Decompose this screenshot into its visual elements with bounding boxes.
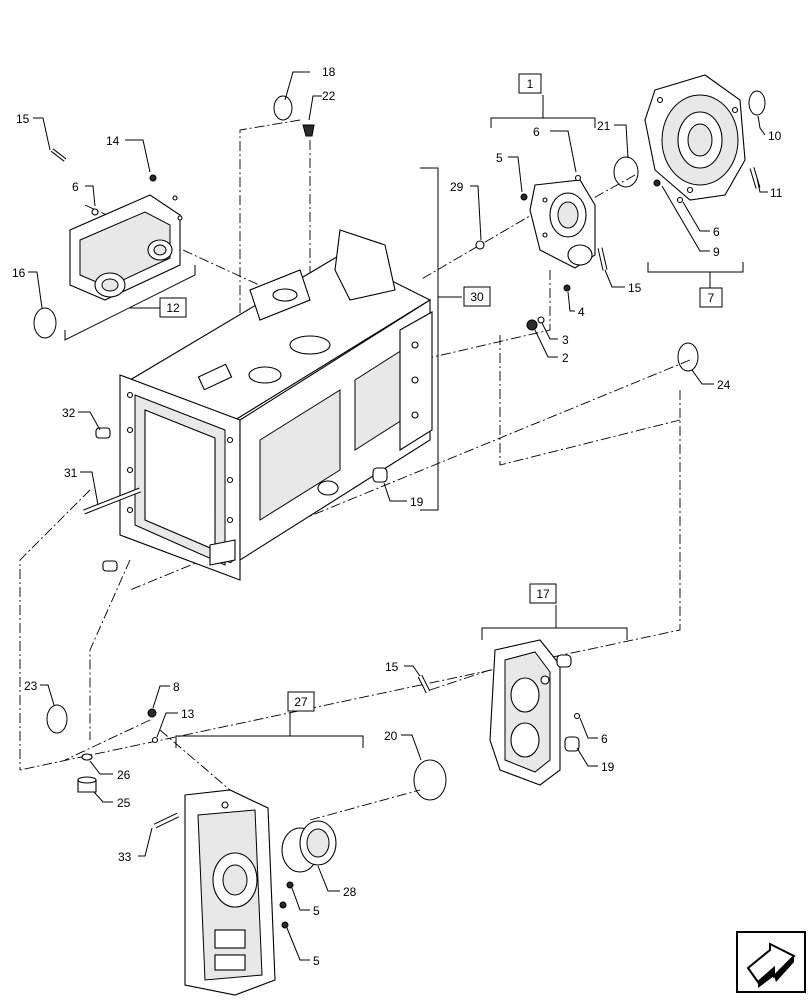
callout-12: 12 <box>166 301 180 315</box>
callout-27: 27 <box>294 695 308 709</box>
callout-18: 18 <box>322 65 336 79</box>
dowel-17-top <box>556 654 572 668</box>
bottom-cover-assembly-27 <box>184 789 276 996</box>
plug-5-lower-c <box>281 921 289 929</box>
snap-ring-16 <box>33 307 57 339</box>
plug-5-lower-a <box>286 881 294 889</box>
bolt-15-lower <box>417 674 431 694</box>
leader-lines <box>28 71 768 961</box>
plug-5-top <box>520 193 528 201</box>
callout-5-lower-b: 5 <box>313 954 320 968</box>
bolt-11 <box>749 167 761 189</box>
dowel-19-bottom <box>564 736 580 752</box>
callout-6-front: 6 <box>72 180 79 194</box>
callout-1: 1 <box>527 77 534 91</box>
callout-24: 24 <box>717 378 731 392</box>
dowel-front <box>102 560 118 572</box>
plug-22 <box>302 124 315 137</box>
callout-6-lower: 6 <box>601 732 608 746</box>
snap-ring-18 <box>273 95 293 121</box>
callout-labels: 18 22 15 14 6 16 29 5 6 21 10 11 6 9 15 … <box>12 65 783 968</box>
callout-25: 25 <box>117 796 131 810</box>
bearing-sleeve-28 <box>281 820 337 873</box>
stud-31 <box>83 487 141 515</box>
pin-6-right <box>676 196 684 204</box>
callout-2: 2 <box>562 351 569 365</box>
callout-16: 16 <box>12 266 26 280</box>
callout-10: 10 <box>768 129 782 143</box>
snap-ring-23 <box>46 704 68 734</box>
callout-14: 14 <box>106 134 120 148</box>
arrow-box-icon[interactable] <box>736 931 806 993</box>
snap-ring-20 <box>413 759 447 801</box>
rear-plate-assembly-17 <box>489 639 561 786</box>
plug-4 <box>563 284 571 292</box>
bolt-33 <box>153 812 180 829</box>
callout-19-top: 19 <box>410 495 424 509</box>
callout-29: 29 <box>450 180 464 194</box>
bolt-15-front <box>50 148 67 162</box>
washer-3 <box>537 316 545 324</box>
callout-5-lower-a: 5 <box>313 904 320 918</box>
side-cover-assembly-1 <box>529 179 596 269</box>
callout-3: 3 <box>562 333 569 347</box>
callout-4: 4 <box>578 305 585 319</box>
callout-31: 31 <box>64 466 78 480</box>
dowel-19-top <box>372 467 388 483</box>
callout-5-top: 5 <box>496 151 503 165</box>
washer-26 <box>81 753 93 761</box>
plug-29 <box>475 240 485 250</box>
snap-ring-10 <box>748 90 766 116</box>
callout-26: 26 <box>117 768 131 782</box>
plug-14 <box>149 174 157 182</box>
callout-8: 8 <box>173 680 180 694</box>
callout-23: 23 <box>24 679 38 693</box>
nut-2 <box>526 319 538 331</box>
callout-6-top: 6 <box>533 125 540 139</box>
callout-15-front: 15 <box>16 112 30 126</box>
callout-21: 21 <box>597 119 611 133</box>
callout-13: 13 <box>181 707 195 721</box>
callout-9: 9 <box>713 245 720 259</box>
callout-28: 28 <box>343 885 357 899</box>
dowel-32 <box>95 427 111 439</box>
end-cover-assembly-7 <box>644 74 746 201</box>
callout-7: 7 <box>708 291 715 305</box>
callout-11: 11 <box>770 186 783 200</box>
pin-6-lower <box>573 712 581 720</box>
snap-ring-21 <box>613 156 639 188</box>
callout-30: 30 <box>470 290 484 304</box>
plug-5-lower-b <box>279 901 287 909</box>
plug-9 <box>653 179 661 187</box>
snap-ring-24 <box>677 342 699 372</box>
pin-13 <box>151 736 159 744</box>
callout-17: 17 <box>536 587 550 601</box>
callout-6-right: 6 <box>713 225 720 239</box>
callout-20: 20 <box>384 729 398 743</box>
pin-6-top <box>574 174 582 182</box>
plug-8 <box>147 708 157 718</box>
main-transmission-housing <box>119 229 433 581</box>
callout-15-right: 15 <box>628 281 642 295</box>
callout-33: 33 <box>118 850 132 864</box>
callout-15-lower: 15 <box>385 660 399 674</box>
boxed-callouts: 1 7 12 30 17 27 <box>159 73 723 712</box>
pin-6 <box>91 208 99 216</box>
callout-22: 22 <box>322 89 336 103</box>
callout-19-bottom: 19 <box>601 760 615 774</box>
bolt-15-right <box>597 247 608 271</box>
callout-32: 32 <box>62 406 76 420</box>
front-cover-assembly <box>69 174 183 301</box>
